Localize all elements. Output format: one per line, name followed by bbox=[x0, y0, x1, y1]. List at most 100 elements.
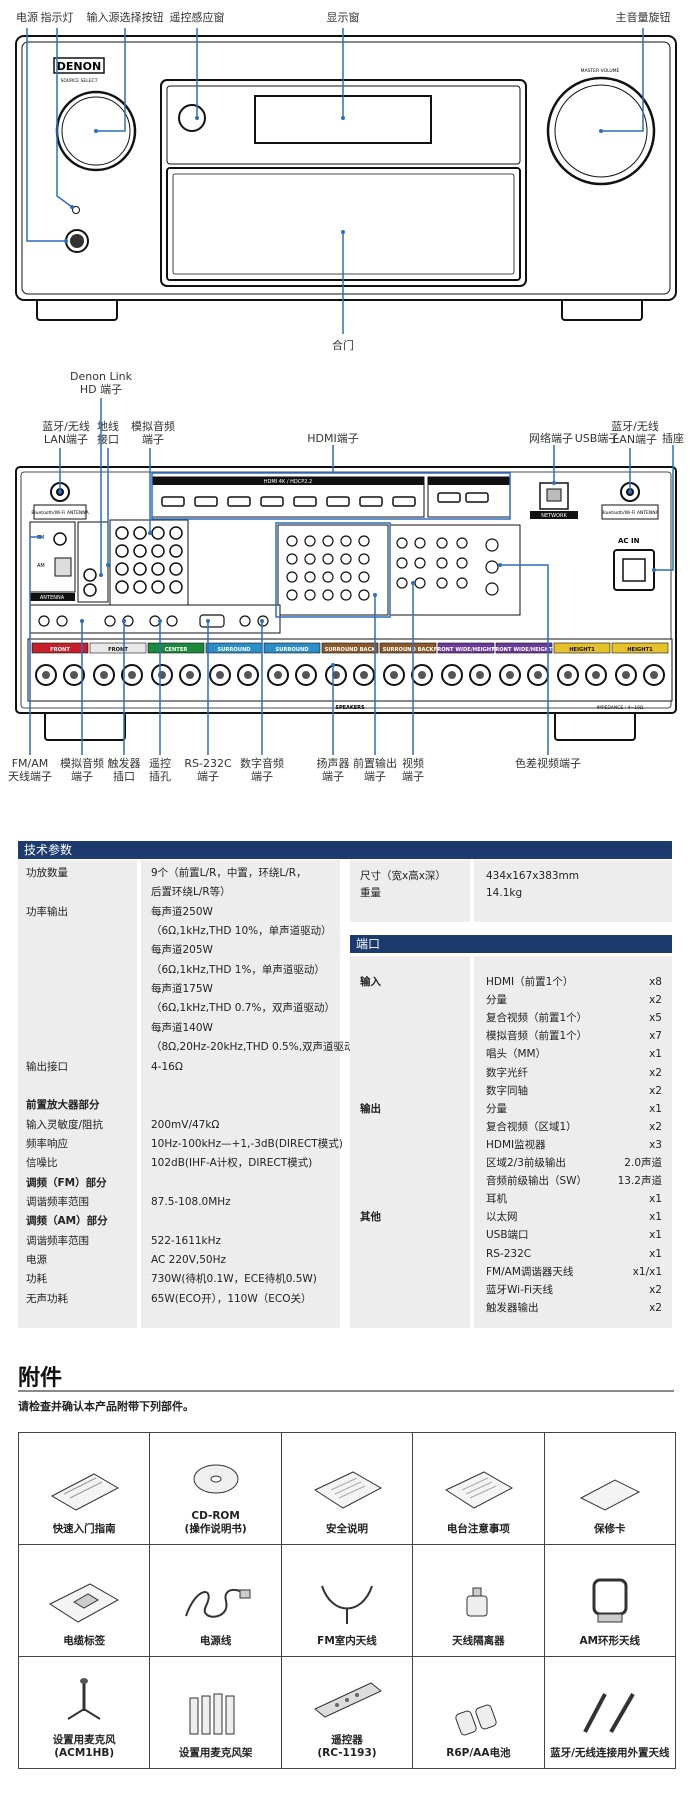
speaker-terminal-core bbox=[186, 671, 194, 679]
speaker-band-label: FRONT WIDE/HEIGHT3 bbox=[492, 647, 557, 653]
speaker-terminal-core bbox=[506, 671, 514, 679]
port-name: HDMI（前置1个） bbox=[486, 976, 574, 988]
port-count: x2 bbox=[649, 1301, 662, 1314]
accessory-name: FM室内天线 bbox=[317, 1635, 377, 1647]
label-usb: USB端子 bbox=[574, 432, 620, 445]
speaker-terminal-core bbox=[564, 671, 572, 679]
speaker-terminal-core bbox=[622, 671, 630, 679]
svg-text:NETWORK: NETWORK bbox=[541, 513, 567, 519]
label-hdmi: HDMI端子 bbox=[307, 432, 359, 445]
label-door: 合门 bbox=[332, 339, 354, 352]
label-trigger: 触发器插口 bbox=[107, 757, 141, 783]
dimension-label: 尺寸（宽x高x深） bbox=[360, 870, 446, 882]
speaker-terminal-core bbox=[42, 671, 50, 679]
spec-label: 功率输出 bbox=[26, 905, 68, 918]
port-count: x1/x1 bbox=[632, 1265, 662, 1278]
port-count: 13.2声道 bbox=[617, 1175, 662, 1188]
svg-text:Bluetooth/Wi-Fi ANTENNA: Bluetooth/Wi-Fi ANTENNA bbox=[601, 510, 659, 516]
document-icon bbox=[413, 1466, 543, 1517]
spec-value: 4-16Ω bbox=[151, 1060, 183, 1073]
front-panel-diagram: 电源 指示灯 输入源选择按钮 遥控感应窗 显示窗 主音量旋钮 合门 DENON … bbox=[0, 0, 690, 365]
port-name: FM/AM调谐器天线 bbox=[486, 1265, 574, 1278]
speaker-terminal-core bbox=[302, 671, 310, 679]
accessories-rule bbox=[18, 1390, 674, 1392]
port-name: 耳机 bbox=[486, 1193, 507, 1206]
rear-panel-drawing: Bluetooth/Wi-Fi ANTENNA FM AM ANTENNA bbox=[15, 398, 677, 755]
speaker-terminal-core bbox=[274, 671, 282, 679]
speaker-band-label: CENTER bbox=[165, 647, 188, 653]
svg-text:SPEAKERS: SPEAKERS bbox=[335, 705, 365, 711]
specs-left-panel bbox=[18, 860, 340, 1328]
speaker-band-label: HEIGHT1 bbox=[569, 647, 595, 653]
speaker-terminal-core bbox=[332, 671, 340, 679]
accessory-cell: 设置用麦克风架 bbox=[149, 1656, 282, 1769]
battery-icon bbox=[413, 1694, 543, 1741]
speaker-band-label: FRONT bbox=[108, 647, 128, 653]
spec-value: 10Hz-100kHz—+1,-3dB(DIRECT模式) bbox=[151, 1137, 343, 1150]
speaker-band-8 bbox=[495, 642, 553, 654]
speaker-terminal-core bbox=[244, 671, 252, 679]
label-master-volume: 主音量旋钮 bbox=[615, 11, 671, 24]
label-remote-sensor: 遥控感应窗 bbox=[169, 11, 225, 24]
label-analog-audio-top: 模拟音频端子 bbox=[131, 420, 175, 446]
label-indicator: 指示灯 bbox=[40, 11, 74, 24]
specs-left-separator bbox=[137, 860, 141, 1328]
label-preout: 前置输出端子 bbox=[353, 757, 397, 783]
port-count: x7 bbox=[649, 1030, 662, 1043]
spec-label: 调频（AM）部分 bbox=[26, 1215, 108, 1228]
spec-value: 每声道140W bbox=[151, 1021, 213, 1034]
fm-antenna-icon bbox=[282, 1576, 412, 1629]
port-count: 2.0声道 bbox=[624, 1157, 662, 1169]
svg-text:AC IN: AC IN bbox=[618, 537, 640, 545]
speaker-band-4 bbox=[263, 642, 321, 654]
accessory-cell: 遥控器(RC-1193) bbox=[280, 1656, 414, 1769]
accessory-name: 电缆标签 bbox=[63, 1635, 106, 1647]
label-socket: 插座 bbox=[662, 432, 684, 445]
card-icon bbox=[545, 1470, 675, 1517]
port-name: 音频前级输出（SW） bbox=[486, 1175, 588, 1188]
spec-label: 调谐频率范围 bbox=[26, 1234, 89, 1247]
ports-separator bbox=[470, 956, 474, 1328]
accessory-name: 设置用麦克风架 bbox=[178, 1747, 253, 1759]
speaker-terminal-core bbox=[390, 671, 398, 679]
accessory-cell: AM环形天线 bbox=[543, 1544, 677, 1657]
spec-value: 200mV/47kΩ bbox=[151, 1118, 220, 1131]
accessory-name: 快速入门指南 bbox=[52, 1523, 116, 1535]
speaker-band-7 bbox=[437, 642, 495, 654]
video-component-jacks bbox=[389, 524, 521, 616]
speaker-band-label: FRONT WIDE/HEIGHT3 bbox=[434, 647, 499, 653]
microphone-icon bbox=[19, 1675, 149, 1728]
port-count: x1 bbox=[649, 1102, 662, 1115]
spec-value: （6Ω,1kHz,THD 1%，单声道驱动） bbox=[151, 963, 325, 976]
speaker-terminal-core bbox=[128, 671, 136, 679]
port-name: 区域2/3前级输出 bbox=[486, 1157, 566, 1169]
port-name: 蓝牙Wi-Fi天线 bbox=[486, 1283, 554, 1296]
spec-value: （8Ω,20Hz-20kHz,THD 0.5%,双声道驱动） bbox=[151, 1041, 366, 1054]
accessory-cell: 电源线 bbox=[149, 1544, 282, 1657]
ports-header: 端口 bbox=[350, 935, 672, 953]
accessories-subtitle: 请检查并确认本产品附带下列部件。 bbox=[18, 1400, 194, 1413]
svg-text:SOURCE SELECT: SOURCE SELECT bbox=[61, 78, 98, 84]
document-icon bbox=[282, 1466, 412, 1517]
weight-label: 重量 bbox=[360, 887, 381, 899]
svg-text:ANTENNA: ANTENNA bbox=[40, 595, 65, 601]
accessory-cell: 蓝牙/无线连接用外置天线 bbox=[543, 1656, 677, 1769]
spec-label: 无声功耗 bbox=[26, 1292, 68, 1305]
label-video: 视频端子 bbox=[402, 757, 424, 783]
speaker-band-6 bbox=[379, 642, 437, 654]
spec-value: 每声道205W bbox=[151, 944, 213, 957]
accessory-name: 设置用麦克风 bbox=[52, 1734, 116, 1746]
speaker-band-9 bbox=[553, 642, 611, 654]
accessory-name: CD-ROM bbox=[191, 1510, 240, 1522]
specs-dimension-separator bbox=[470, 860, 474, 922]
port-name: 复合视频（前置1个） bbox=[486, 1012, 588, 1025]
specs-dimension-panel bbox=[350, 860, 672, 922]
remote-icon bbox=[282, 1675, 412, 1728]
spec-label: 功耗 bbox=[26, 1273, 47, 1286]
spec-label: 输入灵敏度/阻抗 bbox=[26, 1118, 104, 1131]
port-group-title: 输入 bbox=[360, 976, 381, 988]
speaker-terminal-core bbox=[100, 671, 108, 679]
brand-logo: DENON bbox=[57, 60, 101, 73]
